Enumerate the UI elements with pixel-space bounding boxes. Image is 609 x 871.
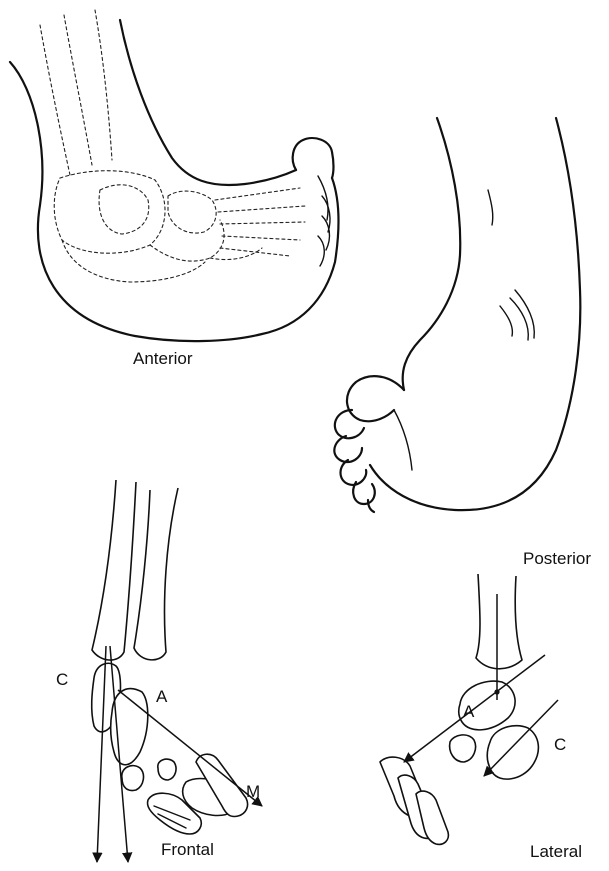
lateral-caption: Lateral (530, 842, 582, 861)
frontal-label-m: M (246, 782, 260, 801)
anterior-caption: Anterior (133, 349, 193, 368)
anterior-foot-drawing (10, 10, 338, 341)
frontal-caption: Frontal (161, 840, 214, 859)
frontal-label-a: A (156, 687, 168, 706)
posterior-caption: Posterior (523, 549, 591, 568)
frontal-label-c: C (56, 670, 68, 689)
frontal-diagram (92, 480, 262, 862)
posterior-foot-drawing (334, 118, 580, 512)
lateral-label-a: A (463, 702, 475, 721)
lateral-label-c: C (554, 735, 566, 754)
